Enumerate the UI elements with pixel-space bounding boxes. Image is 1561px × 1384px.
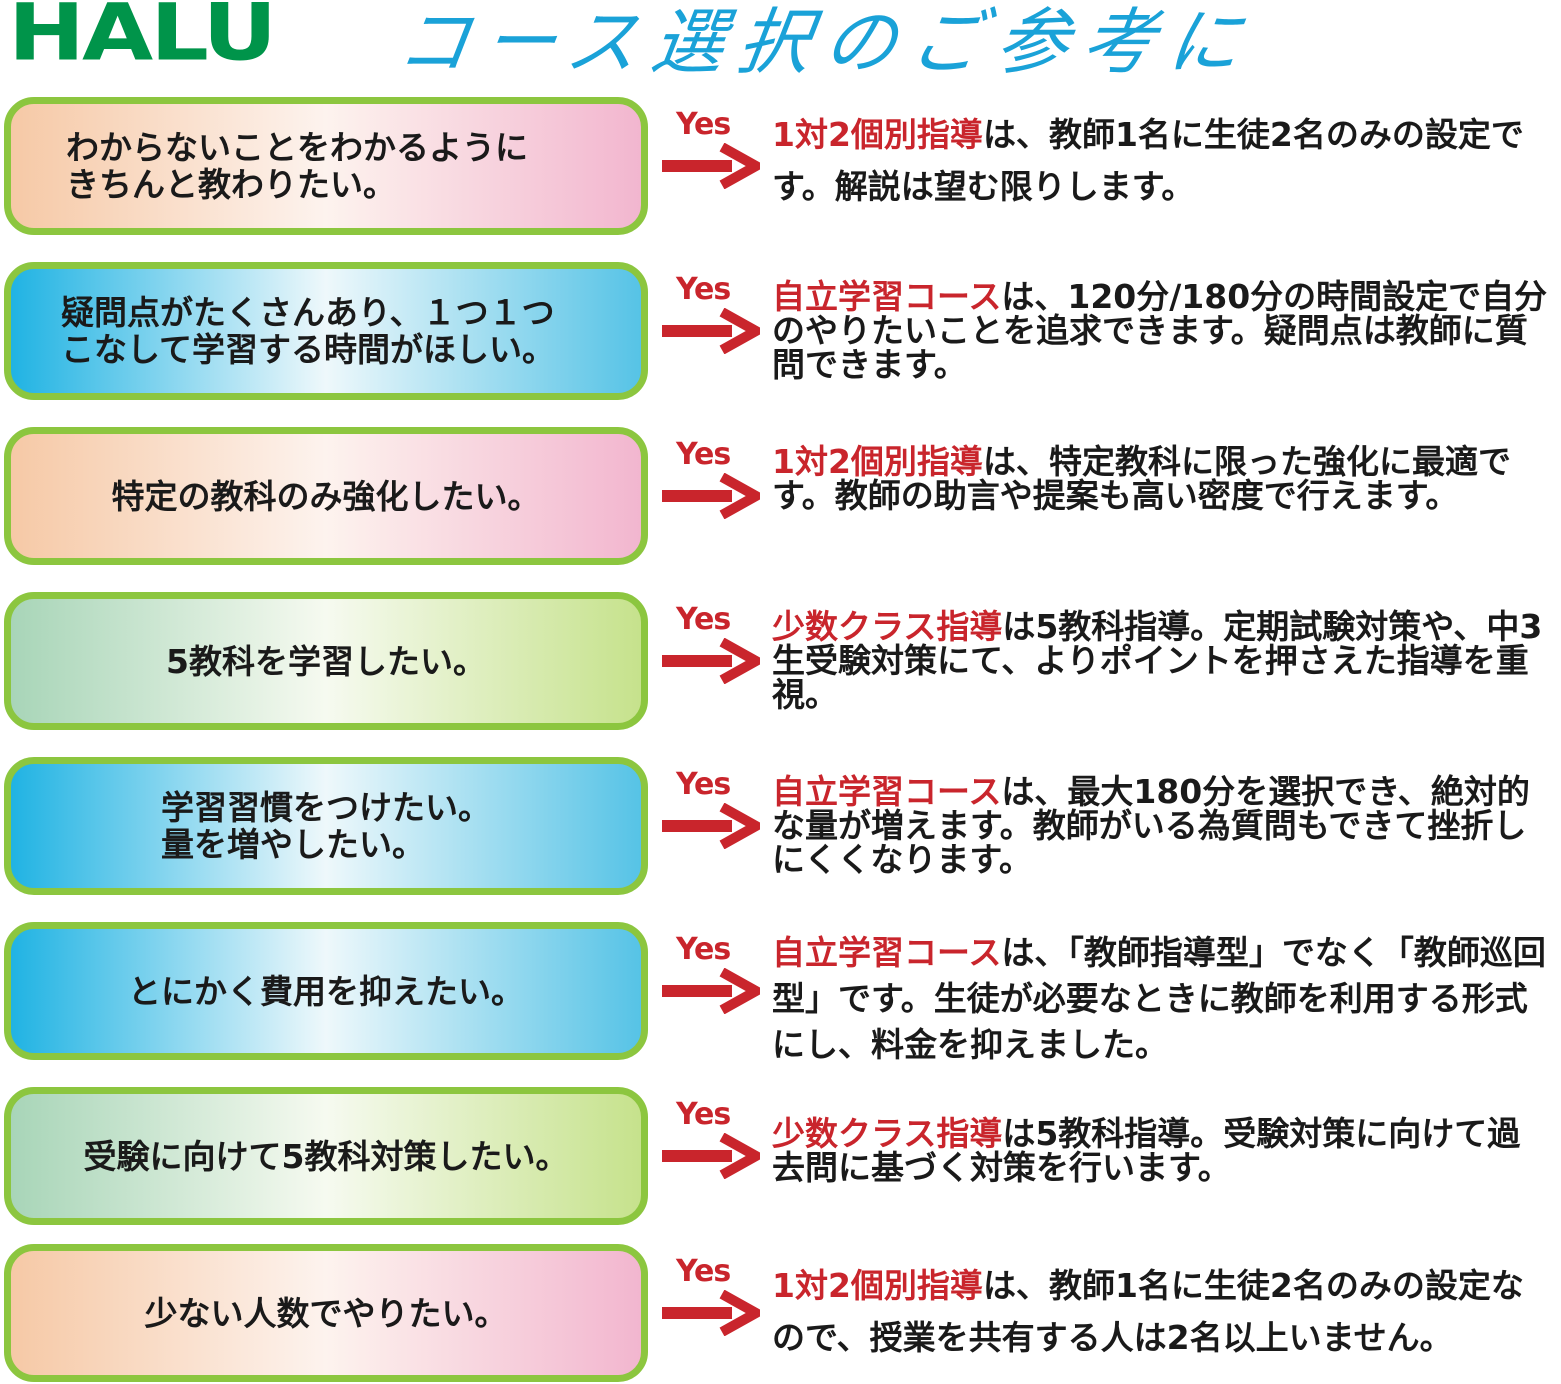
yes-label: Yes: [676, 107, 731, 142]
answer-text: 自立学習コースは、最大180分を選択でき、絶対的な量が増えます。教師がいる為質問…: [772, 775, 1552, 877]
question-box: 疑問点がたくさんあり、１つ１つ こなして学習する時間がほしい。: [4, 262, 648, 400]
question-box: 少ない人数でやりたい。: [4, 1244, 648, 1382]
question-text: 特定の教科のみ強化したい。: [46, 478, 606, 515]
right-arrow-icon: [662, 968, 760, 1014]
answer-detail: は、最大180分を選択でき、絶対的な量が増えます。教師がいる為質問もできて挫折し…: [772, 772, 1530, 879]
question-box: 特定の教科のみ強化したい。: [4, 427, 648, 565]
yes-label: Yes: [676, 272, 731, 307]
answer-detail: は、教師1名に生徒2名のみの設定です。解説は望む限りします。: [772, 115, 1524, 206]
row-1: わからないことをわかるように きちんと教わりたい。 Yes 1対2個別指導は、教…: [0, 97, 1561, 237]
question-line: 少ない人数でやりたい。: [144, 1293, 508, 1333]
answer-detail: は、「教師指導型」でなく「教師巡回型」です。生徒が必要なときに教師を利用する形式…: [772, 933, 1546, 1064]
right-arrow-icon: [662, 473, 760, 519]
course-name: 1対2個別指導: [772, 1266, 983, 1305]
answer-text: 自立学習コースは、「教師指導型」でなく「教師巡回型」です。生徒が必要なときに教師…: [772, 930, 1552, 1068]
yes-label: Yes: [676, 437, 731, 472]
question-line: とにかく費用を抑えたい。: [128, 971, 524, 1011]
question-text: わからないことをわかるように きちんと教わりたい。: [26, 129, 626, 203]
question-line: 量を増やしたい。: [161, 825, 425, 864]
question-line: 5教科を学習したい。: [166, 641, 486, 681]
question-text: 受験に向けて5教科対策したい。: [46, 1138, 606, 1175]
answer-detail: は、120分/180分の時間設定で自分のやりたいことを追求できます。疑問点は教師…: [772, 277, 1548, 384]
question-line: 学習習慣をつけたい。: [161, 788, 491, 827]
answer-detail: は、教師1名に生徒2名のみの設定なので、授業を共有する人は2名以上いません。: [772, 1266, 1524, 1357]
answer-text: 1対2個別指導は、特定教科に限った強化に最適です。教師の助言や提案も高い密度で行…: [772, 445, 1552, 513]
row-6: とにかく費用を抑えたい。 Yes 自立学習コースは、「教師指導型」でなく「教師巡…: [0, 922, 1561, 1064]
answer-text: 自立学習コースは、120分/180分の時間設定で自分のやりたいことを追求できます…: [772, 280, 1552, 382]
yes-label: Yes: [676, 1254, 731, 1289]
course-name: 少数クラス指導: [772, 1114, 1003, 1153]
yes-label: Yes: [676, 1097, 731, 1132]
course-name: 少数クラス指導: [772, 607, 1003, 646]
row-8: 少ない人数でやりたい。 Yes 1対2個別指導は、教師1名に生徒2名のみの設定な…: [0, 1244, 1561, 1384]
question-line: きちんと教わりたい。: [66, 165, 396, 204]
logo: HALU: [8, 0, 277, 79]
right-arrow-icon: [662, 1290, 760, 1336]
row-5: 学習習慣をつけたい。 量を増やしたい。 Yes 自立学習コースは、最大180分を…: [0, 757, 1561, 897]
course-name: 自立学習コース: [772, 772, 1002, 811]
question-text: 5教科を学習したい。: [46, 643, 606, 680]
question-line: 受験に向けて5教科対策したい。: [83, 1136, 569, 1176]
answer-text: 1対2個別指導は、教師1名に生徒2名のみの設定です。解説は望む限りします。: [772, 109, 1552, 213]
row-3: 特定の教科のみ強化したい。 Yes 1対2個別指導は、特定教科に限った強化に最適…: [0, 427, 1561, 567]
answer-text: 少数クラス指導は5教科指導。受験対策に向けて過去問に基づく対策を行います。: [772, 1117, 1552, 1185]
question-line: わからないことをわかるように: [66, 128, 528, 167]
question-text: 少ない人数でやりたい。: [46, 1295, 606, 1332]
course-name: 自立学習コース: [772, 933, 1002, 972]
yes-label: Yes: [676, 767, 731, 802]
question-line: こなして学習する時間がほしい。: [61, 330, 556, 369]
row-2: 疑問点がたくさんあり、１つ１つ こなして学習する時間がほしい。 Yes 自立学習…: [0, 262, 1561, 402]
page-title: コース選択のご参考に: [392, 0, 1261, 84]
course-name: 1対2個別指導: [772, 442, 983, 481]
question-box: わからないことをわかるように きちんと教わりたい。: [4, 97, 648, 235]
question-box: 5教科を学習したい。: [4, 592, 648, 730]
question-box: 受験に向けて5教科対策したい。: [4, 1087, 648, 1225]
question-line: 特定の教科のみ強化したい。: [111, 476, 541, 516]
row-4: 5教科を学習したい。 Yes 少数クラス指導は5教科指導。定期試験対策や、中3生…: [0, 592, 1561, 732]
yes-label: Yes: [676, 602, 731, 637]
header: HALU コース選択のご参考に: [0, 0, 1561, 95]
answer-detail: は5教科指導。受験対策に向けて過去問に基づく対策を行います。: [772, 1114, 1521, 1187]
question-text: 学習習慣をつけたい。 量を増やしたい。: [11, 789, 641, 863]
right-arrow-icon: [662, 308, 760, 354]
course-name: 1対2個別指導: [772, 115, 983, 154]
question-text: 疑問点がたくさんあり、１つ１つ こなして学習する時間がほしい。: [31, 294, 621, 368]
question-text: とにかく費用を抑えたい。: [46, 973, 606, 1010]
right-arrow-icon: [662, 803, 760, 849]
answer-text: 少数クラス指導は5教科指導。定期試験対策や、中3生受験対策にて、よりポイントを押…: [772, 610, 1552, 712]
question-line: 疑問点がたくさんあり、１つ１つ: [61, 293, 555, 332]
right-arrow-icon: [662, 1133, 760, 1179]
answer-detail: は5教科指導。定期試験対策や、中3生受験対策にて、よりポイントを押さえた指導を重…: [772, 607, 1543, 714]
right-arrow-icon: [662, 143, 760, 189]
answer-text: 1対2個別指導は、教師1名に生徒2名のみの設定なので、授業を共有する人は2名以上…: [772, 1260, 1552, 1364]
yes-label: Yes: [676, 932, 731, 967]
answer-detail: は、特定教科に限った強化に最適です。教師の助言や提案も高い密度で行えます。: [772, 442, 1511, 515]
row-7: 受験に向けて5教科対策したい。 Yes 少数クラス指導は5教科指導。受験対策に向…: [0, 1087, 1561, 1227]
question-box: とにかく費用を抑えたい。: [4, 922, 648, 1060]
course-name: 自立学習コース: [772, 277, 1002, 316]
question-box: 学習習慣をつけたい。 量を増やしたい。: [4, 757, 648, 895]
right-arrow-icon: [662, 638, 760, 684]
